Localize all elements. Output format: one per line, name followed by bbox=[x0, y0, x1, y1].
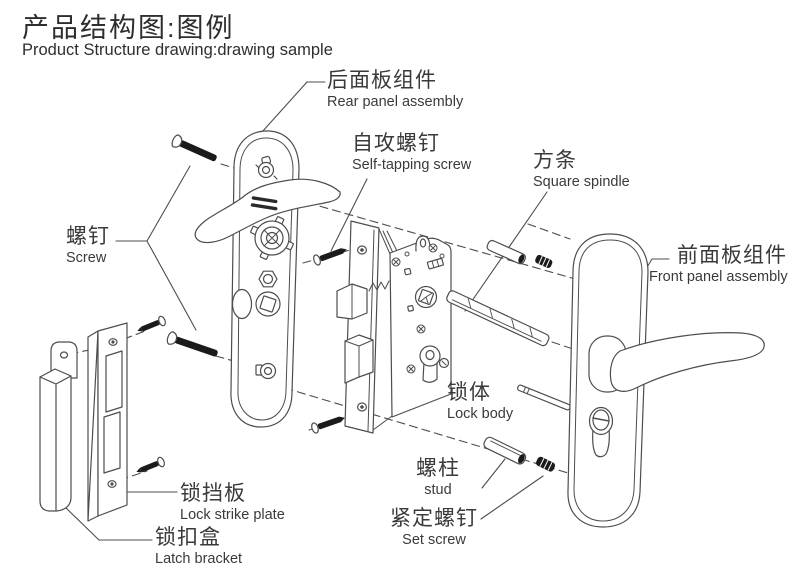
label-screw-zh: 螺钉 bbox=[66, 225, 110, 248]
lower-stud-drawing bbox=[483, 436, 527, 465]
lock-body-drawing bbox=[336, 220, 452, 434]
latch-bracket-drawing bbox=[39, 341, 78, 512]
label-rear-panel: 后面板组件 Rear panel assembly bbox=[327, 68, 463, 111]
latch-bracket-hole bbox=[59, 351, 69, 359]
label-stud-en: stud bbox=[424, 482, 452, 498]
case-screws bbox=[391, 243, 445, 374]
strike-plate-screws bbox=[136, 315, 166, 473]
label-set-screw-en: Set screw bbox=[402, 532, 466, 548]
label-set-screw-zh: 紧定螺钉 bbox=[390, 507, 478, 530]
rear-lower-boss bbox=[255, 362, 277, 380]
label-latch-bracket-en: Latch bracket bbox=[155, 551, 243, 567]
label-self-tapping-en: Self-tapping screw bbox=[352, 157, 472, 173]
upper-set-screw-drawing bbox=[535, 254, 553, 268]
long-screws bbox=[166, 134, 218, 357]
label-latch-bracket-zh: 锁扣盒 bbox=[155, 526, 221, 549]
label-latch-bracket: 锁扣盒 Latch bracket bbox=[155, 525, 242, 568]
label-lock-body-zh: 锁体 bbox=[447, 381, 491, 404]
label-screw-en: Screw bbox=[66, 250, 107, 266]
label-self-tapping-zh: 自攻螺钉 bbox=[352, 132, 440, 155]
label-screw: 螺钉 Screw bbox=[66, 224, 110, 267]
label-front-panel-en: Front panel assembly bbox=[649, 269, 788, 285]
label-square-spindle: 方条 Square spindle bbox=[533, 148, 630, 191]
front-lever-handle bbox=[609, 332, 765, 392]
rear-spindle-hub bbox=[250, 216, 294, 260]
rear-lever-handle bbox=[194, 178, 341, 244]
strike-cutout-lower bbox=[103, 411, 121, 474]
lock-strike-plate-drawing bbox=[87, 322, 128, 522]
rear-top-boss bbox=[255, 155, 278, 180]
label-square-spindle-en: Square spindle bbox=[533, 174, 630, 190]
label-rear-panel-en: Rear panel assembly bbox=[327, 94, 464, 110]
page-title-en: Product Structure drawing:drawing sample bbox=[22, 41, 333, 59]
label-strike-plate-zh: 锁挡板 bbox=[180, 482, 246, 505]
rear-panel-assembly-drawing bbox=[194, 130, 341, 428]
self-tapping-screws bbox=[311, 248, 347, 434]
leader-rear-panel bbox=[261, 81, 326, 133]
leader-self-tapping-screw bbox=[330, 178, 368, 252]
label-stud: 螺柱 stud bbox=[412, 456, 464, 499]
case-cylinder-hole bbox=[419, 345, 450, 383]
rear-hex-nut bbox=[258, 270, 278, 288]
label-front-panel: 前面板组件 Front panel assembly bbox=[649, 243, 788, 286]
square-spindle-drawing bbox=[446, 290, 550, 347]
label-lock-body-en: Lock body bbox=[447, 406, 514, 422]
deadbolt bbox=[344, 334, 374, 384]
label-stud-zh: 螺柱 bbox=[416, 457, 460, 480]
leader-latch-bracket bbox=[65, 507, 153, 541]
front-keyhole bbox=[588, 406, 614, 458]
label-rear-panel-zh: 后面板组件 bbox=[327, 69, 437, 92]
leader-stud bbox=[481, 458, 506, 489]
page-title-zh: 产品结构图:图例 bbox=[22, 13, 235, 43]
leader-lines bbox=[65, 81, 670, 541]
leader-set-screw bbox=[480, 475, 544, 520]
front-panel-assembly-drawing bbox=[567, 233, 765, 528]
upper-stud-drawing bbox=[486, 239, 526, 265]
rear-square-knob bbox=[255, 291, 281, 317]
leader-screw bbox=[115, 165, 197, 331]
label-front-panel-zh: 前面板组件 bbox=[677, 244, 787, 267]
label-square-spindle-zh: 方条 bbox=[533, 149, 577, 172]
label-set-screw: 紧定螺钉 Set screw bbox=[390, 506, 478, 549]
label-strike-plate: 锁挡板 Lock strike plate bbox=[180, 481, 285, 524]
case-spindle-hole bbox=[414, 285, 438, 309]
label-strike-plate-en: Lock strike plate bbox=[180, 507, 285, 523]
label-self-tapping-screw: 自攻螺钉 Self-tapping screw bbox=[352, 131, 471, 174]
label-lock-body: 锁体 Lock body bbox=[447, 380, 513, 423]
connecting-rod-drawing bbox=[517, 384, 571, 411]
lower-set-screw-drawing bbox=[535, 456, 556, 472]
strike-cutout-upper bbox=[105, 350, 123, 413]
latch-bolt bbox=[336, 280, 390, 320]
